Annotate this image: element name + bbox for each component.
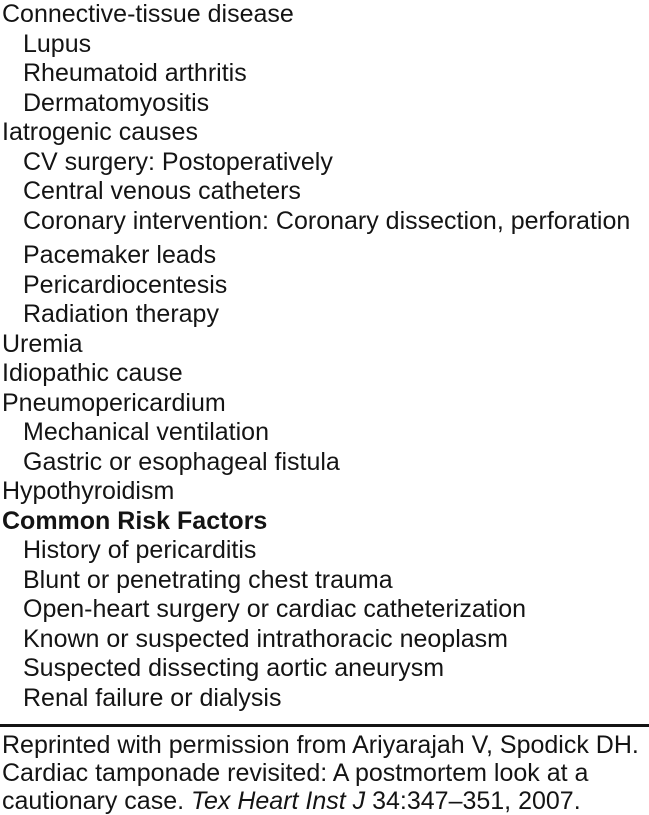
footnote-line: Reprinted with permission from Ariyaraja… (2, 731, 649, 759)
list-item: Coronary intervention: Coronary dissecti… (23, 206, 631, 235)
footnote-line: Cardiac tamponade revisited: A postmorte… (2, 759, 649, 787)
list-item: Known or suspected intrathoracic neoplas… (23, 624, 508, 653)
list-item: Pneumopericardium (2, 388, 226, 417)
list-item: Idiopathic cause (2, 359, 183, 387)
footnote-text: cautionary case. (2, 787, 191, 815)
list-item: Suspected dissecting aortic aneurysm (23, 654, 445, 682)
list-item: History of pericarditis (23, 536, 257, 564)
list-item: Blunt or penetrating chest trauma (23, 565, 393, 594)
list-item: Dermatomyositis (23, 88, 210, 117)
section-heading: Common Risk Factors (2, 506, 268, 535)
list-item: Mechanical ventilation (23, 418, 269, 446)
list-item: Radiation therapy (23, 300, 219, 328)
list-item: Central venous catheters (23, 177, 301, 205)
list-item: Iatrogenic causes (2, 118, 198, 146)
footnote-text: Cardiac tamponade revisited: A postmorte… (2, 759, 589, 787)
list-item: Uremia (2, 329, 83, 358)
divider-rule (0, 724, 649, 727)
journal-name: Tex Heart Inst J (191, 787, 366, 815)
list-item: Renal failure or dialysis (23, 683, 282, 712)
footnote-line: cautionary case. Tex Heart Inst J 34:347… (2, 787, 649, 815)
footnote-text: 34:347–351, 2007. (365, 787, 581, 815)
list-item: Hypothyroidism (2, 477, 175, 505)
footnote: Reprinted with permission from Ariyaraja… (0, 731, 649, 815)
footnote-text: Reprinted with permission from Ariyaraja… (2, 731, 639, 759)
list-item: Gastric or esophageal fistula (23, 447, 340, 476)
list-item: Pacemaker leads (23, 241, 217, 269)
list-item: Connective-tissue disease (2, 0, 294, 28)
list-item: Pericardiocentesis (23, 270, 228, 299)
list-item: Open-heart surgery or cardiac catheteriz… (23, 595, 527, 623)
list-item: Rheumatoid arthritis (23, 59, 247, 87)
list-item: Lupus (23, 29, 92, 58)
list-item: CV surgery: Postoperatively (23, 147, 333, 176)
